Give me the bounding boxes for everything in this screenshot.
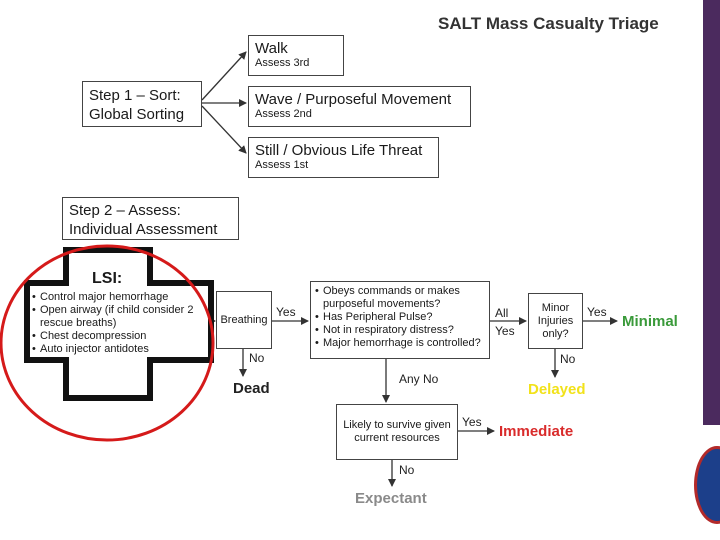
- assessment-questions-box: Obeys commands or makes purposeful movem…: [310, 281, 490, 359]
- step2-label: Step 2 – Assess:: [69, 202, 181, 219]
- sort-wave-label: Wave / Purposeful Movement: [255, 91, 452, 108]
- outcome-minimal: Minimal: [622, 313, 678, 330]
- question-item: Obeys commands or makes purposeful movem…: [315, 285, 485, 311]
- breathing-box: Breathing: [216, 291, 272, 349]
- question-item: Major hemorrhage is controlled?: [315, 337, 485, 350]
- questions-list: Obeys commands or makes purposeful movem…: [315, 285, 485, 350]
- outcome-dead: Dead: [233, 380, 270, 397]
- highlight-circle: [0, 244, 215, 442]
- label-any-no: Any No: [399, 372, 439, 386]
- label-yes-breathing: Yes: [276, 305, 296, 319]
- breathing-label: Breathing: [220, 313, 268, 326]
- sort-walk-sub: Assess 3rd: [255, 57, 310, 69]
- lsi-item: Auto injector antidotes: [32, 343, 210, 356]
- lsi-item: Open airway (if child consider 2 rescue …: [32, 304, 210, 330]
- sort-still-label: Still / Obvious Life Threat: [255, 142, 423, 159]
- step1-sub: Global Sorting: [89, 106, 185, 123]
- sort-box-wave: Wave / Purposeful Movement Assess 2nd: [248, 86, 471, 127]
- sort-walk-label: Walk: [255, 40, 288, 57]
- label-yes-minor: Yes: [587, 305, 607, 319]
- sort-wave-sub: Assess 2nd: [255, 108, 312, 120]
- arrow-still: [201, 105, 247, 154]
- label-all: All: [495, 306, 509, 320]
- minor-injuries-box: Minor Injuries only?: [528, 293, 583, 349]
- label-no-breathing: No: [249, 351, 265, 365]
- label-no-survive: No: [399, 463, 415, 477]
- lsi-list: Control major hemorrhage Open airway (if…: [32, 291, 210, 356]
- survive-box: Likely to survive given current resource…: [336, 404, 458, 460]
- step2-assess-box: Step 2 – Assess: Individual Assessment: [62, 197, 239, 240]
- label-yes-all: Yes: [495, 324, 515, 338]
- lsi-title: LSI:: [92, 270, 123, 287]
- question-item: Not in respiratory distress?: [315, 324, 485, 337]
- survive-label: Likely to survive given current resource…: [343, 419, 451, 444]
- lsi-item: Control major hemorrhage: [32, 291, 210, 304]
- label-yes-survive: Yes: [462, 415, 482, 429]
- step1-label: Step 1 – Sort:: [89, 87, 181, 104]
- diagram-title: SALT Mass Casualty Triage: [438, 14, 659, 33]
- outcome-delayed: Delayed: [528, 381, 586, 398]
- sort-box-walk: Walk Assess 3rd: [248, 35, 344, 76]
- question-item: Has Peripheral Pulse?: [315, 311, 485, 324]
- step1-sort-box: Step 1 – Sort: Global Sorting: [82, 81, 202, 127]
- side-accent-strip: [703, 0, 720, 425]
- label-no-minor: No: [560, 352, 576, 366]
- lsi-item: Chest decompression: [32, 330, 210, 343]
- arrow-walk: [201, 51, 247, 101]
- minor-injuries-label: Minor Injuries only?: [537, 301, 574, 340]
- outcome-immediate: Immediate: [499, 423, 574, 440]
- sort-box-still: Still / Obvious Life Threat Assess 1st: [248, 137, 439, 178]
- step2-sub: Individual Assessment: [69, 221, 218, 238]
- sort-still-sub: Assess 1st: [255, 159, 309, 171]
- outcome-expectant: Expectant: [355, 490, 427, 507]
